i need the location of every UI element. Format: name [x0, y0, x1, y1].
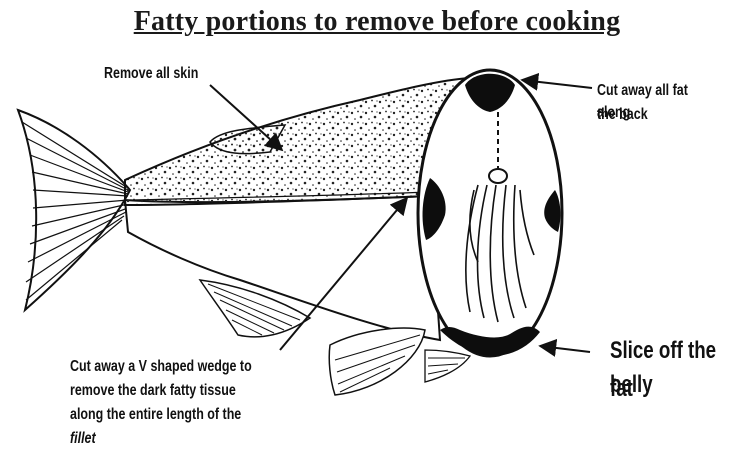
callout-belly-fat-line2: fat — [610, 372, 633, 406]
small-fin — [425, 350, 470, 382]
tail-fin — [18, 110, 130, 310]
callout-v-wedge-line2: remove the dark fatty tissue — [70, 380, 236, 402]
arrow-belly-fat — [540, 346, 590, 352]
callout-back-fat-line2: the back — [597, 104, 648, 126]
callout-v-wedge-line3: along the entire length of the — [70, 404, 241, 426]
anal-fin — [329, 328, 425, 395]
callout-v-wedge-line1: Cut away a V shaped wedge to — [70, 356, 252, 378]
callout-v-wedge-line4: fillet — [70, 428, 96, 450]
callout-remove-skin: Remove all skin — [104, 63, 198, 85]
arrow-back-fat — [522, 80, 592, 88]
fillet-cross-section — [418, 70, 562, 356]
